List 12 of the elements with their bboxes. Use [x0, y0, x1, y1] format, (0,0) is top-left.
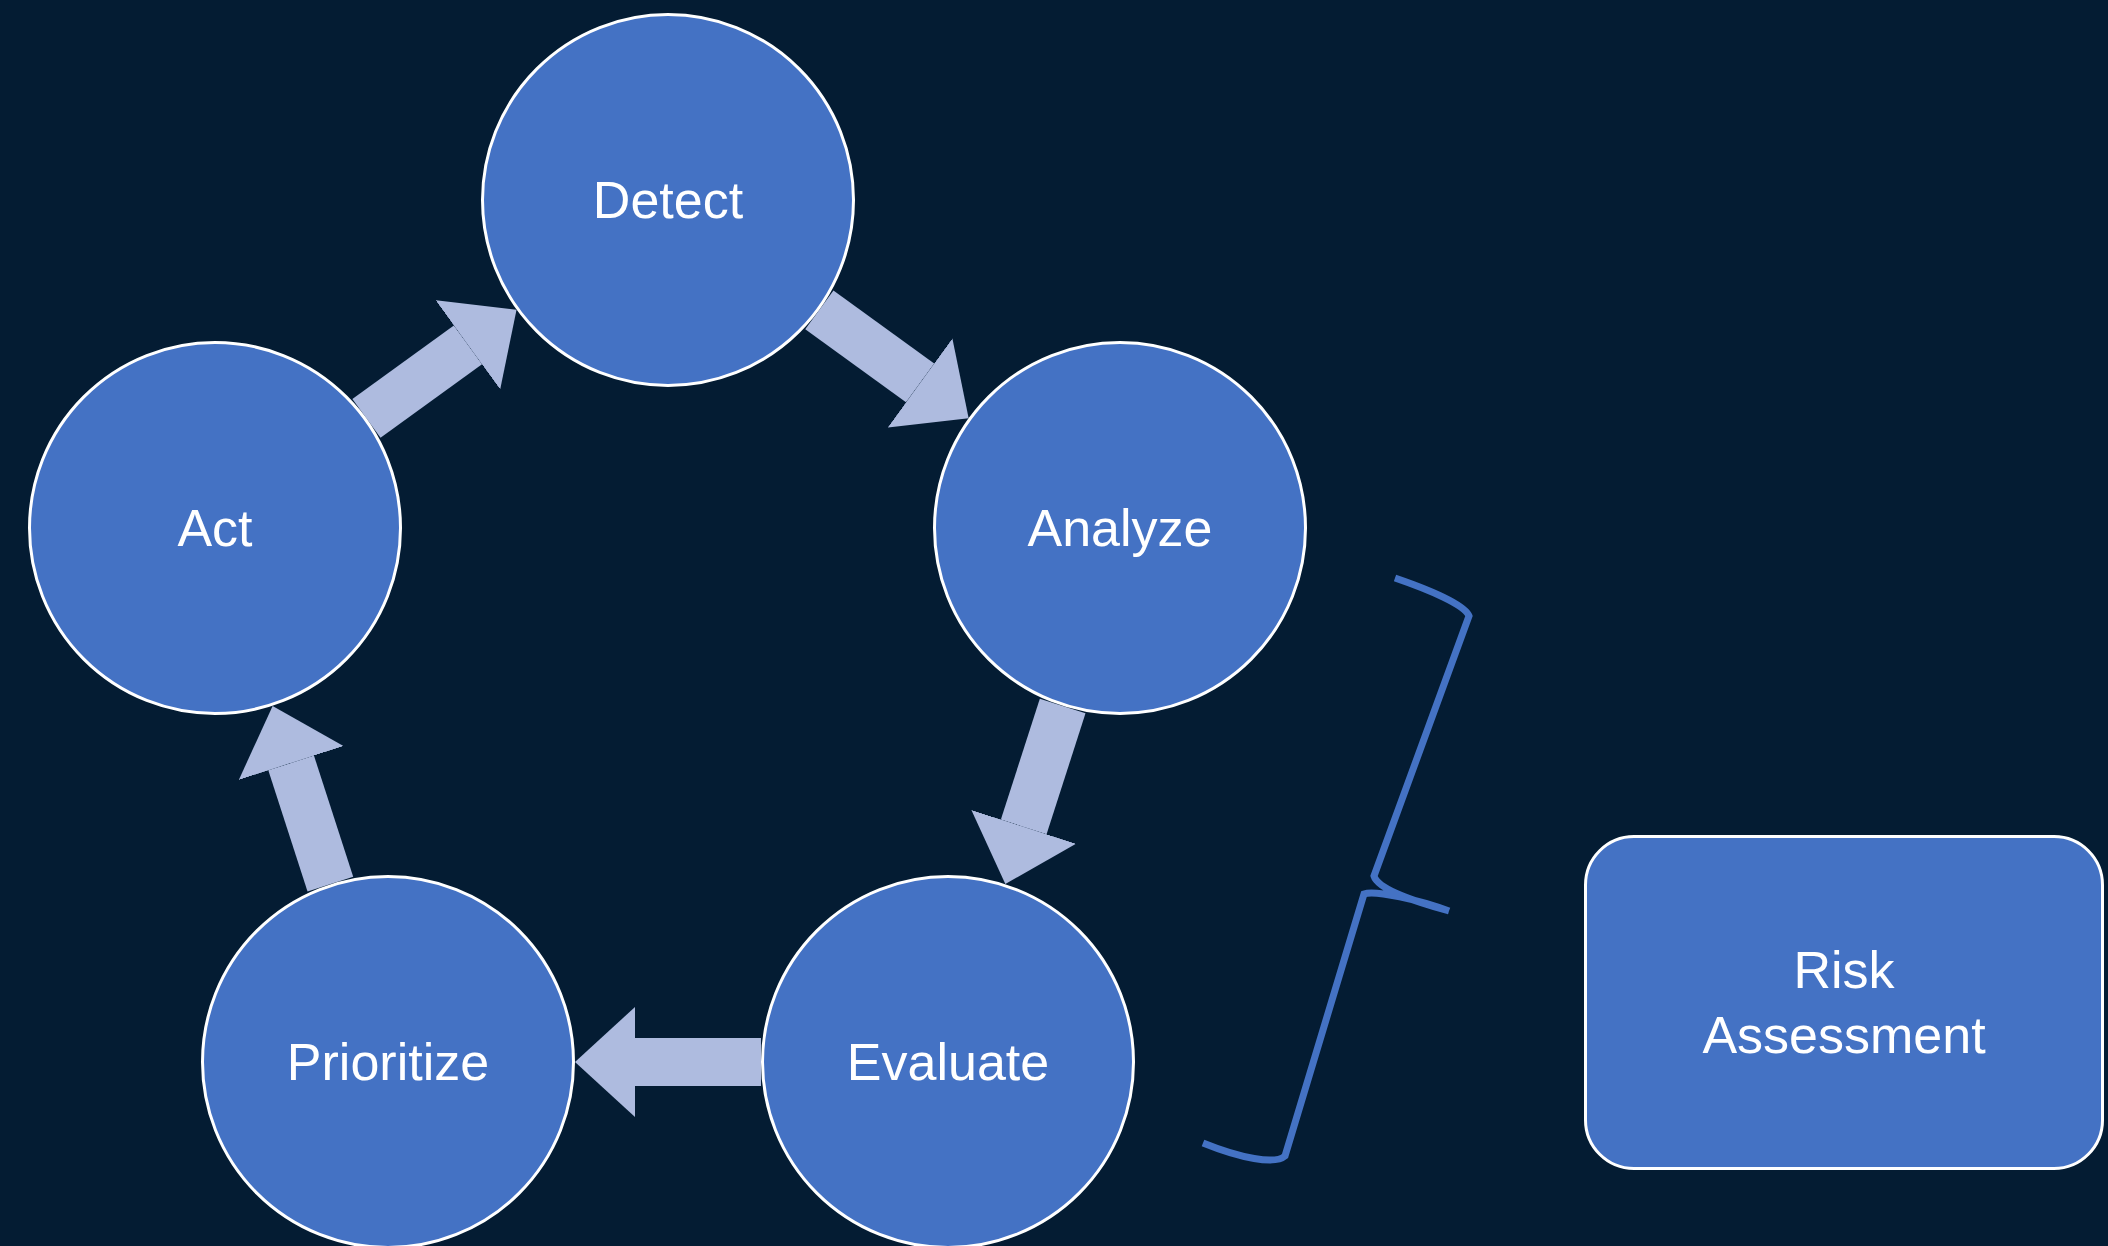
- step-label: Detect: [592, 169, 744, 231]
- step-label: Prioritize: [286, 1031, 490, 1093]
- block-arrow: [238, 705, 354, 892]
- block-arrow: [971, 698, 1086, 884]
- block-arrow: [575, 1007, 761, 1117]
- block-arrow: [352, 300, 517, 438]
- step-label: Act: [177, 497, 253, 559]
- step-label: Analyze: [1027, 497, 1213, 559]
- block-arrow: [805, 290, 969, 428]
- step-label: Risk Assessment: [1701, 939, 1987, 1066]
- summary-box: [1584, 835, 2104, 1170]
- step-label: Evaluate: [846, 1031, 1050, 1093]
